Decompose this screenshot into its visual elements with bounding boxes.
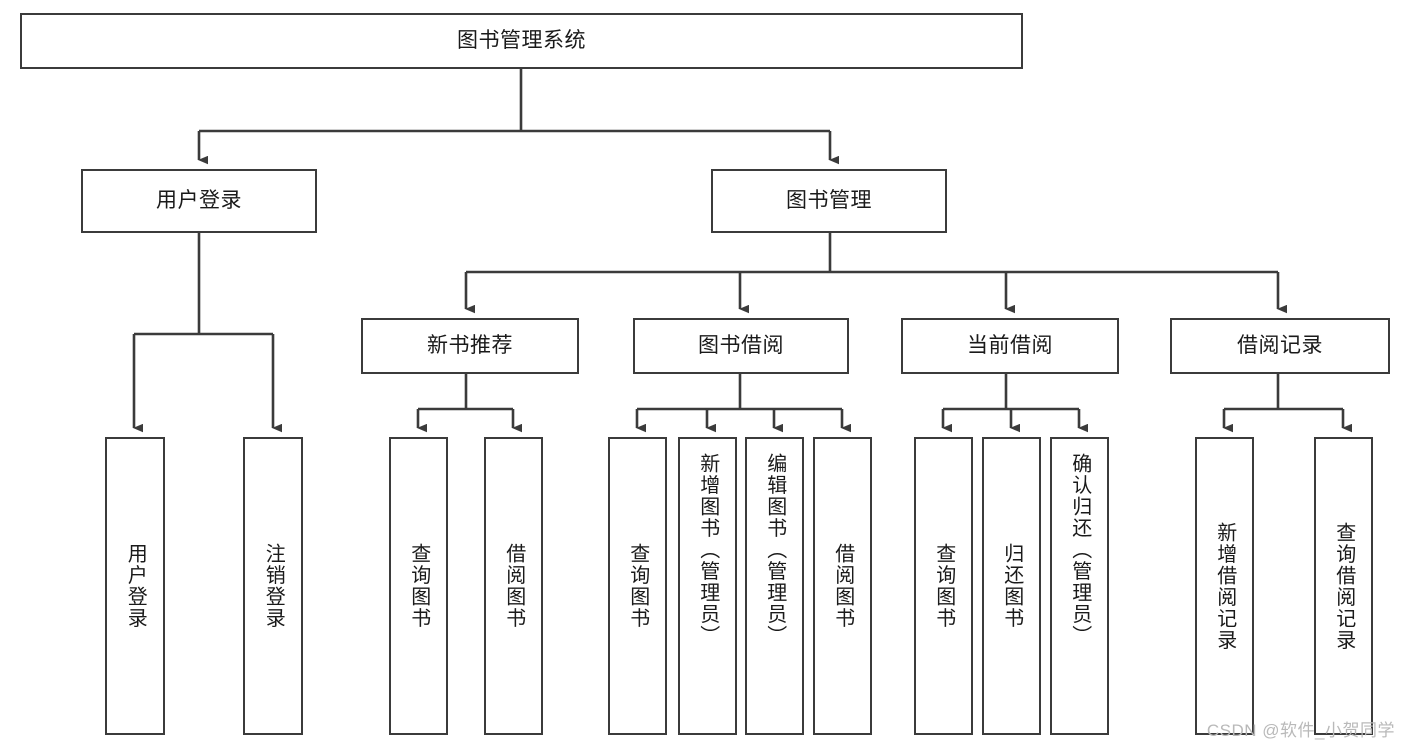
node-leaf-user-login-label: 用户登录 [124,543,147,629]
node-leaf-add-book[interactable]: 新增图书（管理员） [678,437,737,735]
node-leaf-query-record[interactable]: 查询借阅记录 [1314,437,1373,735]
node-leaf-return-book-label: 归还图书 [1000,543,1023,629]
node-leaf-query-book-1[interactable]: 查询图书 [389,437,448,735]
node-leaf-query-book-3-label: 查询图书 [932,543,955,629]
node-leaf-add-record[interactable]: 新增借阅记录 [1195,437,1254,735]
node-root-label: 图书管理系统 [457,28,586,52]
node-current-borrow-label: 当前借阅 [967,333,1053,357]
node-leaf-add-record-label: 新增借阅记录 [1213,521,1236,651]
node-user-login[interactable]: 用户登录 [81,169,317,233]
node-user-login-label: 用户登录 [156,188,242,212]
node-leaf-query-book-1-label: 查询图书 [407,543,430,629]
node-leaf-logout[interactable]: 注销登录 [243,437,303,735]
node-leaf-borrow-book-1-label: 借阅图书 [502,543,525,629]
node-book-borrow-label: 图书借阅 [698,333,784,357]
node-leaf-edit-book[interactable]: 编辑图书（管理员） [745,437,804,735]
node-leaf-query-book-3[interactable]: 查询图书 [914,437,973,735]
node-book-manage[interactable]: 图书管理 [711,169,947,233]
node-borrow-record[interactable]: 借阅记录 [1170,318,1390,374]
node-leaf-user-login[interactable]: 用户登录 [105,437,165,735]
node-leaf-edit-book-label: 编辑图书（管理员） [763,453,786,647]
node-leaf-borrow-book-1[interactable]: 借阅图书 [484,437,543,735]
node-leaf-query-record-label: 查询借阅记录 [1332,521,1355,651]
node-leaf-query-book-2[interactable]: 查询图书 [608,437,667,735]
node-new-book-recommend[interactable]: 新书推荐 [361,318,579,374]
node-leaf-query-book-2-label: 查询图书 [626,543,649,629]
node-new-book-recommend-label: 新书推荐 [427,333,513,357]
node-book-borrow[interactable]: 图书借阅 [633,318,849,374]
node-borrow-record-label: 借阅记录 [1237,333,1323,357]
node-leaf-return-book[interactable]: 归还图书 [982,437,1041,735]
node-book-manage-label: 图书管理 [786,188,872,212]
node-root[interactable]: 图书管理系统 [20,13,1023,69]
node-leaf-borrow-book-2[interactable]: 借阅图书 [813,437,872,735]
node-leaf-add-book-label: 新增图书（管理员） [696,453,719,647]
node-leaf-logout-label: 注销登录 [262,543,285,629]
node-leaf-borrow-book-2-label: 借阅图书 [831,543,854,629]
node-current-borrow[interactable]: 当前借阅 [901,318,1119,374]
node-leaf-confirm-return[interactable]: 确认归还（管理员） [1050,437,1109,735]
node-leaf-confirm-return-label: 确认归还（管理员） [1068,453,1091,647]
